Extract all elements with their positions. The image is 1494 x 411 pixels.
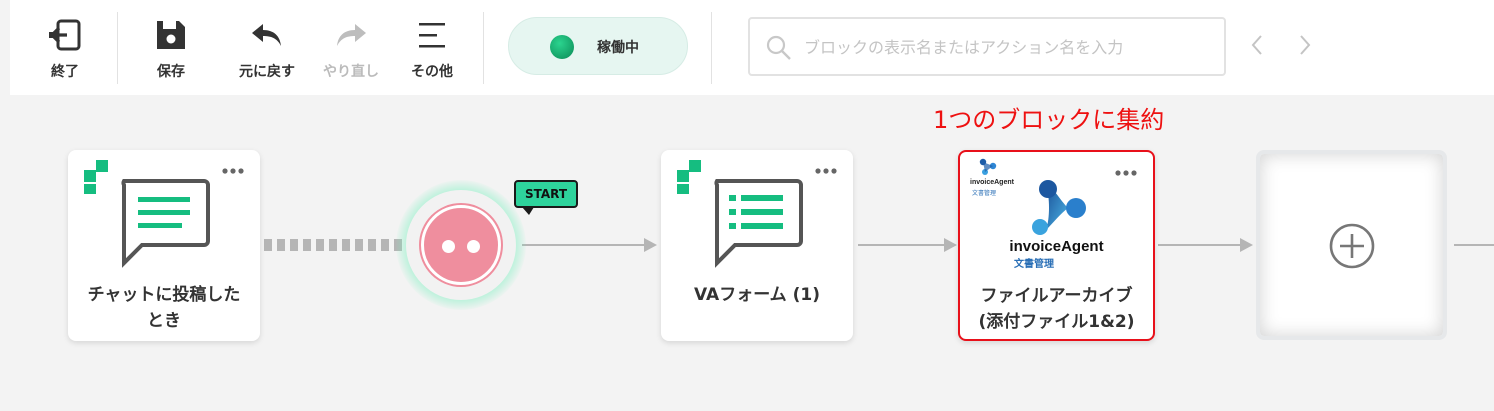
search-icon bbox=[766, 35, 791, 60]
save-label: 保存 bbox=[157, 64, 185, 80]
toolbar-divider bbox=[117, 12, 118, 84]
toolbar-divider bbox=[483, 12, 484, 84]
next-result-icon[interactable] bbox=[1298, 34, 1312, 56]
more-options-icon[interactable] bbox=[1115, 170, 1137, 176]
flow-block-va-form[interactable]: VAフォーム (1) bbox=[661, 150, 853, 341]
save-button[interactable]: 保存 bbox=[136, 14, 206, 84]
app-logo-icon bbox=[677, 160, 701, 194]
search-box bbox=[748, 17, 1226, 76]
block-label: ファイルアーカイブ (添付ファイル1&2) bbox=[978, 286, 1135, 332]
status-label: 稼働中 bbox=[597, 40, 639, 56]
add-block-button[interactable] bbox=[1256, 150, 1447, 340]
status-indicator-icon bbox=[550, 35, 574, 59]
flow-block-file-archive[interactable]: invoiceAgent 文書管理 invoiceAgent 文書管理 ファイル… bbox=[958, 150, 1155, 341]
flow-block-chat-trigger[interactable]: チャットに投稿した とき bbox=[68, 150, 260, 341]
undo-label: 元に戻す bbox=[239, 64, 295, 80]
start-node[interactable] bbox=[406, 190, 516, 300]
toolbar-divider bbox=[711, 12, 712, 84]
form-chat-icon bbox=[714, 179, 803, 268]
start-node-icon bbox=[421, 205, 501, 285]
invoiceagent-logo-sub: 文書管理 bbox=[1014, 259, 1054, 270]
arrow-connector bbox=[858, 238, 957, 252]
chat-icon bbox=[121, 179, 210, 268]
status-toggle[interactable]: 稼働中 bbox=[508, 17, 688, 75]
exit-icon bbox=[49, 19, 81, 51]
redo-button[interactable]: やり直し bbox=[316, 14, 386, 84]
save-icon bbox=[157, 21, 185, 49]
invoiceagent-mini-logo-icon bbox=[979, 158, 997, 175]
more-button[interactable]: その他 bbox=[397, 14, 467, 84]
menu-icon bbox=[419, 23, 445, 48]
trigger-connector bbox=[264, 239, 404, 251]
arrow-connector bbox=[1158, 238, 1253, 252]
redo-label: やり直し bbox=[323, 64, 379, 80]
undo-button[interactable]: 元に戻す bbox=[232, 14, 302, 84]
more-options-icon[interactable] bbox=[222, 168, 244, 174]
mini-logo-sub: 文書管理 bbox=[972, 190, 997, 197]
redo-icon bbox=[337, 24, 366, 46]
more-label: その他 bbox=[411, 64, 453, 80]
block-label: VAフォーム (1) bbox=[694, 285, 820, 305]
annotation-text: 1つのブロックに集約 bbox=[933, 106, 1165, 134]
app-logo-icon bbox=[84, 160, 108, 194]
prev-result-icon[interactable] bbox=[1250, 34, 1264, 56]
search-input[interactable] bbox=[804, 34, 1214, 60]
invoiceagent-logo-icon bbox=[1032, 180, 1086, 235]
start-badge: START bbox=[514, 180, 578, 215]
plus-circle-icon bbox=[1329, 223, 1375, 269]
mini-logo-text: invoiceAgent bbox=[970, 179, 1014, 186]
toolbar: 終了 保存 元に戻す やり直し その他 稼働中 bbox=[10, 0, 1494, 95]
undo-icon bbox=[252, 24, 281, 46]
more-options-icon[interactable] bbox=[815, 168, 837, 174]
invoiceagent-logo-text: invoiceAgent bbox=[1009, 238, 1104, 255]
exit-label: 終了 bbox=[51, 64, 79, 80]
arrow-connector bbox=[1454, 244, 1494, 246]
block-label: チャットに投稿した とき bbox=[87, 285, 241, 331]
arrow-connector bbox=[522, 238, 657, 252]
exit-button[interactable]: 終了 bbox=[30, 14, 100, 84]
